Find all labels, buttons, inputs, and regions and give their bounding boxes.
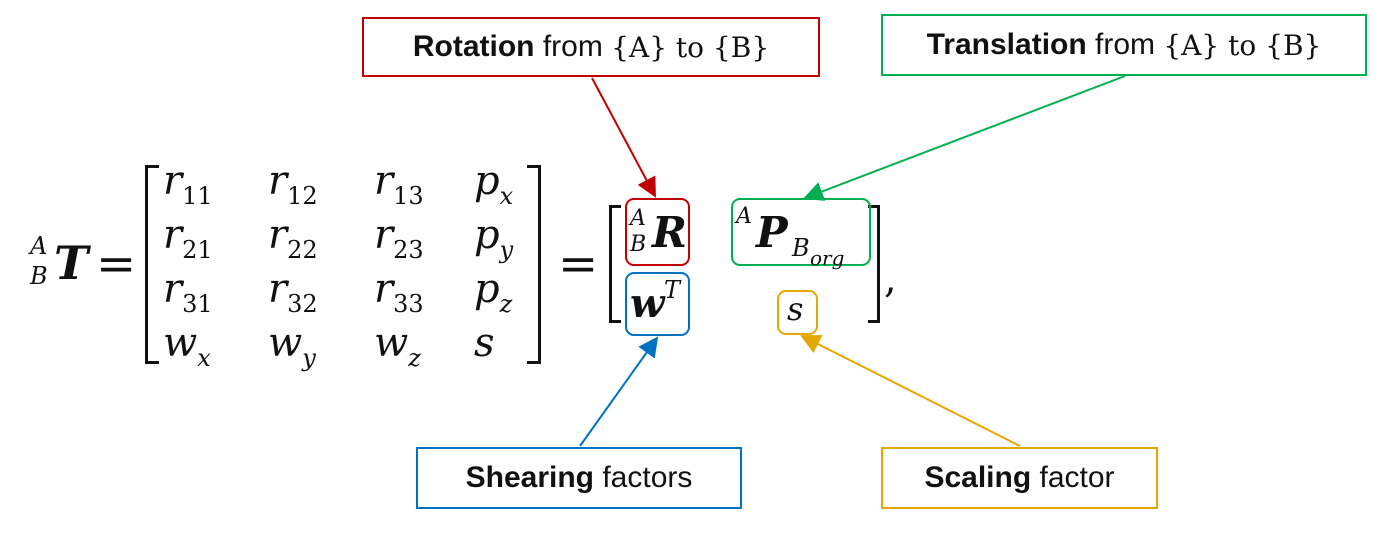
shearing-highlight bbox=[625, 272, 690, 336]
matrix-cell: r31 bbox=[163, 266, 213, 318]
scaling-highlight bbox=[777, 290, 818, 335]
matrix-cell-subscript: 33 bbox=[393, 290, 424, 318]
translation-callout: Translation from {A} to {B} bbox=[881, 14, 1367, 76]
scaling-callout-bold: Scaling bbox=[924, 461, 1032, 494]
scaling-arrow bbox=[800, 335, 1021, 447]
translation-callout-bold: Translation bbox=[926, 28, 1087, 61]
matrix-cell-base: p bbox=[474, 158, 500, 204]
matrix-cell-base: p bbox=[474, 266, 500, 312]
rotation-callout-bold: Rotation bbox=[412, 30, 535, 63]
matrix-cell-subscript: 22 bbox=[287, 236, 318, 264]
matrix-cell-subscript: y bbox=[302, 344, 316, 372]
matrix-cell-subscript: x bbox=[499, 182, 514, 210]
matrix-cell: s bbox=[474, 320, 495, 366]
lhs-sub: B bbox=[30, 262, 48, 290]
rotation-symbol: R bbox=[652, 208, 687, 257]
matrix-cell: wz bbox=[374, 320, 421, 372]
scaling-symbol: s bbox=[787, 290, 804, 328]
shearing-symbol: w bbox=[630, 280, 665, 327]
rotation-callout-text: from bbox=[542, 30, 603, 63]
block-right-bracket bbox=[868, 205, 880, 323]
equals-sign-2: = bbox=[558, 236, 599, 292]
shearing-arrow bbox=[579, 336, 659, 447]
matrix-cell: wx bbox=[163, 320, 211, 372]
matrix-cell-subscript: 21 bbox=[182, 236, 213, 264]
matrix-cell-subscript: z bbox=[499, 290, 513, 318]
shearing-callout-bold: Shearing bbox=[465, 461, 594, 494]
matrix-cell: wy bbox=[268, 320, 316, 372]
rotation-arrow bbox=[591, 77, 656, 198]
rotation-highlight bbox=[625, 198, 690, 266]
translation-callout-frames: {A} to {B} bbox=[1163, 28, 1322, 62]
matrix-cell: py bbox=[474, 212, 513, 264]
translation-sub: B bbox=[792, 234, 810, 262]
matrix-cell-base: w bbox=[268, 320, 303, 366]
matrix-cell: r23 bbox=[374, 212, 424, 264]
matrix-cell-base: r bbox=[268, 266, 288, 312]
matrix-cell-subscript: 32 bbox=[287, 290, 318, 318]
rotation-sub: B bbox=[630, 232, 647, 257]
matrix-cell: r33 bbox=[374, 266, 424, 318]
translation-highlight bbox=[731, 198, 871, 266]
rotation-callout: Rotation from {A} to {B} bbox=[362, 17, 820, 77]
matrix-cell-base: r bbox=[374, 266, 394, 312]
matrix-cell: r11 bbox=[163, 158, 213, 210]
translation-subsub: org bbox=[810, 246, 845, 270]
matrix-cell-subscript: z bbox=[408, 344, 421, 372]
lhs-symbol: T bbox=[54, 236, 89, 290]
matrix-cell-base: s bbox=[474, 320, 495, 366]
shearing-sup: T bbox=[664, 276, 681, 304]
translation-callout-text: from bbox=[1095, 28, 1156, 61]
matrix-cell-subscript: x bbox=[197, 344, 211, 372]
equals-sign-1: = bbox=[96, 236, 137, 292]
matrix-cell-subscript: 12 bbox=[287, 182, 318, 210]
matrix-cell-base: r bbox=[374, 212, 394, 258]
matrix-cell-subscript: 13 bbox=[393, 182, 424, 210]
matrix-cell-base: r bbox=[374, 158, 394, 204]
matrix-cell-subscript: 11 bbox=[182, 182, 213, 210]
matrix-cell: r12 bbox=[268, 158, 318, 210]
matrix-cell: r13 bbox=[374, 158, 424, 210]
lhs-sup: A bbox=[30, 232, 48, 260]
matrix-cell: r21 bbox=[163, 212, 213, 264]
rotation-callout-frames: {A} to {B} bbox=[611, 30, 770, 64]
scaling-callout: Scaling factor bbox=[881, 447, 1158, 509]
matrix-cell-base: p bbox=[474, 212, 500, 258]
trailing-comma: , bbox=[884, 256, 897, 302]
shearing-callout: Shearing factors bbox=[416, 447, 742, 509]
translation-arrow bbox=[803, 75, 1126, 201]
matrix-cell-base: r bbox=[163, 212, 183, 258]
matrix-cell-base: r bbox=[268, 158, 288, 204]
matrix-cell-subscript: 31 bbox=[182, 290, 213, 318]
matrix-cell-base: r bbox=[163, 266, 183, 312]
matrix-cell-subscript: y bbox=[499, 236, 514, 264]
translation-symbol: P bbox=[756, 208, 788, 257]
matrix-cell-base: w bbox=[374, 320, 409, 366]
matrix-cell-base: w bbox=[163, 320, 198, 366]
matrix-cell: pz bbox=[474, 266, 512, 318]
matrix-cell: r32 bbox=[268, 266, 318, 318]
block-left-bracket bbox=[609, 205, 621, 323]
matrix-left-bracket bbox=[145, 165, 159, 364]
rotation-sup: A bbox=[630, 206, 646, 231]
shearing-callout-text: factors bbox=[602, 461, 693, 494]
matrix-cell-subscript: 23 bbox=[393, 236, 424, 264]
matrix-cell-base: r bbox=[163, 158, 183, 204]
scaling-callout-text: factor bbox=[1039, 461, 1115, 494]
matrix-cell: px bbox=[474, 158, 513, 210]
translation-sup: A bbox=[736, 204, 752, 229]
matrix-cell-base: r bbox=[268, 212, 288, 258]
matrix-right-bracket bbox=[527, 165, 541, 364]
matrix-cell: r22 bbox=[268, 212, 318, 264]
